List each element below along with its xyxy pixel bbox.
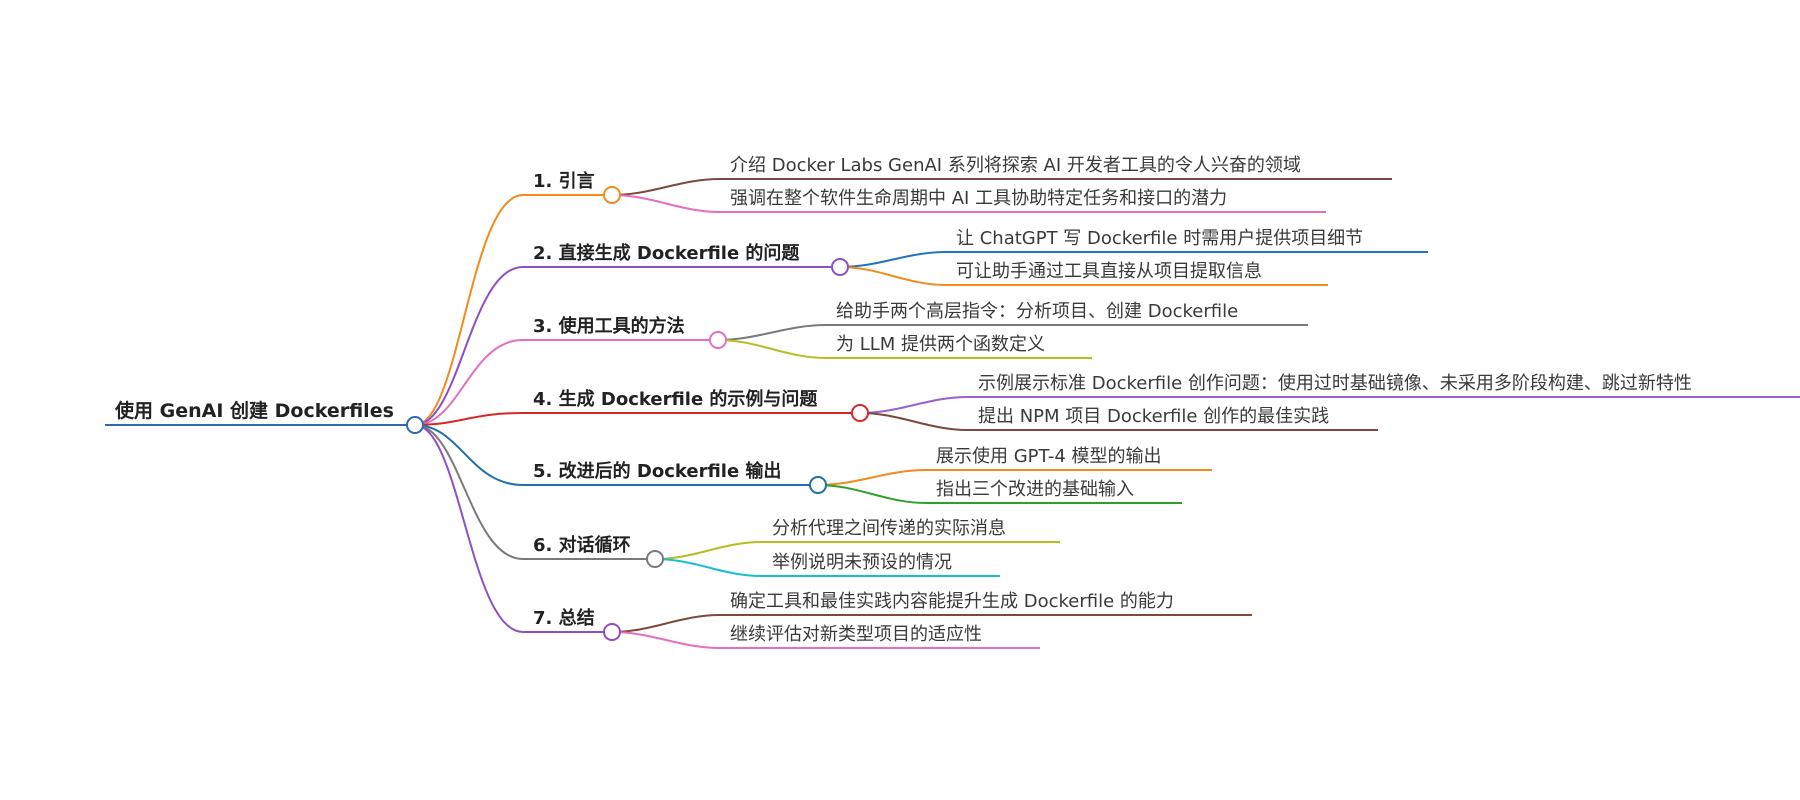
root-node [406,416,424,434]
leaf-connector-4-2 [859,412,969,431]
leaf-label-6-1: 分析代理之间传递的实际消息 [772,518,1006,539]
leaf-connector-3-2 [717,339,827,359]
leaf-label-2-2: 可让助手通过工具直接从项目提取信息 [956,261,1262,282]
branch-node-5 [809,476,827,494]
branch-label-5: 5. 改进后的 Dockerfile 输出 [533,460,781,482]
branch-connector-3 [414,339,524,426]
branch-label-1: 1. 引言 [533,170,595,192]
leaf-connector-6-1 [654,541,763,560]
leaf-connector-3-1 [717,324,827,341]
leaf-label-2-1: 让 ChatGPT 写 Dockerfile 时需用户提供项目细节 [956,228,1363,249]
branch-connector-1 [414,194,524,426]
branch-connector-6 [414,424,524,560]
branch-label-4: 4. 生成 Dockerfile 的示例与问题 [533,388,818,410]
root-label: 使用 GenAI 创建 Dockerfiles [114,399,394,422]
branch-connector-7 [414,424,524,633]
leaf-label-5-1: 展示使用 GPT-4 模型的输出 [936,446,1162,467]
leaf-label-1-2: 强调在整个软件生命周期中 AI 工具协助特定任务和接口的潜力 [730,188,1227,209]
leaf-connector-7-1 [611,614,721,633]
branch-label-7: 7. 总结 [533,607,595,629]
leaf-label-5-2: 指出三个改进的基础输入 [936,479,1134,500]
leaf-connector-5-1 [817,469,927,486]
branch-label-2: 2. 直接生成 Dockerfile 的问题 [533,242,800,264]
leaf-connector-7-2 [611,631,721,649]
leaf-label-4-1: 示例展示标准 Dockerfile 创作问题：使用过时基础镜像、未采用多阶段构建… [978,373,1692,394]
branch-node-4 [851,404,869,422]
leaf-connector-6-2 [654,558,763,577]
branch-node-2 [831,258,849,276]
leaf-connector-1-2 [611,194,721,213]
leaf-connector-2-1 [839,251,947,268]
branch-node-6 [646,550,664,568]
branch-node-3 [709,331,727,349]
branch-connector-4 [414,412,524,426]
branch-label-6: 6. 对话循环 [533,534,631,556]
leaf-label-7-2: 继续评估对新类型项目的适应性 [730,624,982,645]
leaf-connector-4-1 [859,396,969,414]
branch-node-1 [603,186,621,204]
leaf-connector-1-1 [611,178,721,196]
leaf-connector-2-2 [839,266,947,286]
leaf-connector-5-2 [817,484,927,504]
leaf-label-3-2: 为 LLM 提供两个函数定义 [836,334,1045,355]
leaf-label-4-2: 提出 NPM 项目 Dockerfile 创作的最佳实践 [978,406,1329,427]
leaf-label-6-2: 举例说明未预设的情况 [772,552,952,573]
leaf-label-1-1: 介绍 Docker Labs GenAI 系列将探索 AI 开发者工具的令人兴奋… [730,155,1301,176]
leaf-label-3-1: 给助手两个高层指令：分析项目、创建 Dockerfile [836,301,1238,322]
branch-node-7 [603,623,621,641]
branch-label-3: 3. 使用工具的方法 [533,315,685,337]
branch-connector-2 [414,266,524,426]
leaf-label-7-1: 确定工具和最佳实践内容能提升生成 Dockerfile 的能力 [730,591,1174,612]
branch-connector-5 [414,424,524,486]
